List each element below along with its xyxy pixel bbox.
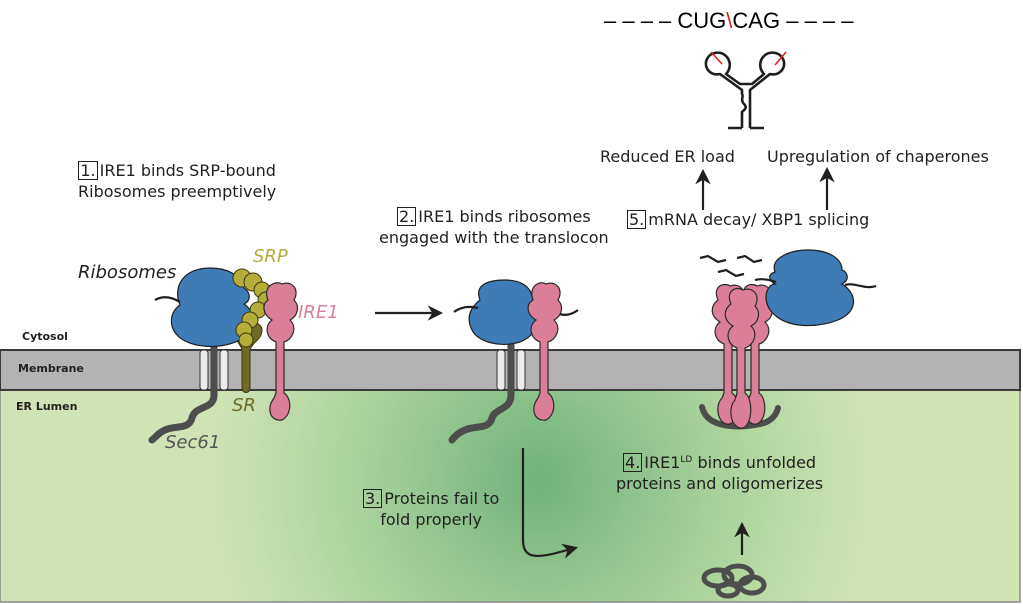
xbp1-stem-loop-icon [704, 51, 786, 130]
step1-complex [148, 267, 299, 444]
step-number-box: 4. [623, 453, 643, 472]
step-2-line2: engaged with the translocon [379, 228, 609, 247]
ire1-monomer [527, 282, 563, 421]
step-2-line1: IRE1 binds ribosomes [418, 207, 591, 226]
region-label-cytosol: Cytosol [22, 330, 68, 343]
label-ire1: IRE1 [298, 302, 339, 323]
step-number-box: 5. [627, 210, 647, 229]
er-lumen-region [0, 389, 1021, 603]
sequence-cut-site: \ [726, 8, 733, 33]
step-3-line2: fold properly [380, 510, 483, 529]
label-sr: SR [232, 395, 256, 416]
srp-particle [232, 268, 275, 348]
nascent-chain [148, 331, 218, 444]
step-1-line1: IRE1 binds SRP-bound [99, 161, 276, 180]
outcome-reduced-er-load: Reduced ER load [600, 147, 735, 166]
region-label-membrane: Membrane [18, 362, 84, 375]
step-4-ire1: IRE1 [644, 453, 681, 472]
step-4-line1: binds unfolded [692, 453, 817, 472]
cleavage-marks [710, 51, 787, 66]
ribosome [765, 249, 855, 327]
step-5-caption: 5.mRNA decay/ XBP1 splicing [627, 209, 869, 230]
step-5-line1: mRNA decay/ XBP1 splicing [648, 210, 870, 229]
xbp1-splice-sequence: – – – – CUG\CAG – – – – [604, 8, 854, 34]
step-1-line2: Ribosomes preemptively [78, 182, 277, 201]
mrna-fragments [699, 254, 763, 278]
outcome-upregulation-chaperones: Upregulation of chaperones [767, 147, 989, 166]
label-sec61: Sec61 [165, 432, 221, 453]
label-ribosomes: Ribosomes [78, 262, 177, 283]
step-4-line2: proteins and oligomerizes [616, 474, 824, 493]
step2-complex [448, 279, 579, 444]
step-3-caption: 3.Proteins fail to fold properly [363, 488, 499, 530]
sequence-left-codon: CUG [677, 8, 727, 33]
unfolded-protein-bound [699, 404, 781, 430]
sequence-right-codon: CAG [732, 8, 781, 33]
region-label-er-lumen: ER Lumen [16, 400, 78, 413]
step-1-caption: 1.IRE1 binds SRP-bound Ribosomes preempt… [78, 160, 276, 202]
sequence-dashes-left: – – – – [604, 8, 672, 33]
ribosome [170, 267, 254, 347]
step-number-box: 3. [363, 489, 383, 508]
misfolding-arrow [521, 448, 578, 559]
ire1-oligomer [699, 249, 877, 430]
nascent-chain [448, 331, 515, 444]
sequence-dashes-right: – – – – [786, 8, 854, 33]
step-number-box: 2. [397, 207, 417, 226]
ire1-monomer [263, 282, 299, 421]
sec61-channel [496, 349, 526, 391]
step-4-caption: 4.IRE1LD binds unfolded proteins and oli… [616, 450, 823, 494]
step-2-caption: 2.IRE1 binds ribosomes engaged with the … [379, 206, 609, 248]
step-4-superscript: LD [680, 455, 693, 465]
label-srp: SRP [253, 246, 288, 267]
step-number-box: 1. [78, 161, 98, 180]
unfolded-protein-clump [701, 563, 767, 599]
ribosome [468, 279, 539, 345]
step-3-line1: Proteins fail to [384, 489, 500, 508]
sec61-channel [199, 349, 229, 391]
